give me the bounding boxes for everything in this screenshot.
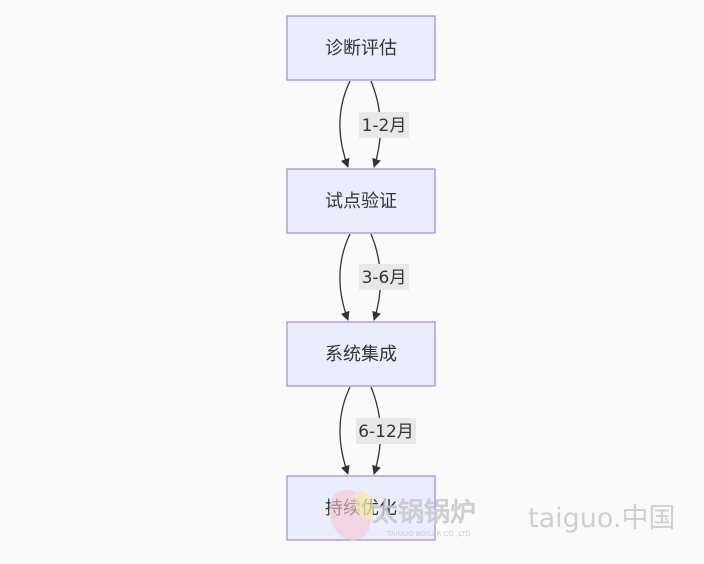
watermark-brand: 太锅锅炉 (372, 498, 476, 528)
edge-label-bg (359, 112, 409, 138)
edge-integrate-optimize: 6-12月 (339, 386, 416, 475)
edge-label-bg (359, 264, 409, 290)
edge-label-1: 1-2月 (362, 116, 407, 136)
node-label: 试点验证 (325, 191, 397, 212)
watermark-site: taiguo.中国 (528, 503, 676, 534)
watermark-subtitle: TAIGUO BOILER CO.,LTD (386, 530, 471, 538)
node-diagnose[interactable]: 诊断评估 (286, 15, 436, 81)
edge-label-3: 6-12月 (358, 422, 414, 442)
node-pilot[interactable]: 试点验证 (286, 168, 436, 234)
node-label: 系统集成 (325, 344, 397, 365)
edge-diagnose-pilot: 1-2月 (339, 80, 409, 168)
watermark-logo-icon (329, 489, 374, 541)
node-label: 诊断评估 (325, 38, 397, 59)
edge-label-2: 3-6月 (362, 268, 407, 288)
node-integrate[interactable]: 系统集成 (286, 321, 436, 387)
edge-label-bg (356, 418, 416, 444)
edge-pilot-integrate: 3-6月 (339, 233, 409, 321)
watermark: 太锅锅炉 TAIGUO BOILER CO.,LTD taiguo.中国 (329, 489, 676, 541)
